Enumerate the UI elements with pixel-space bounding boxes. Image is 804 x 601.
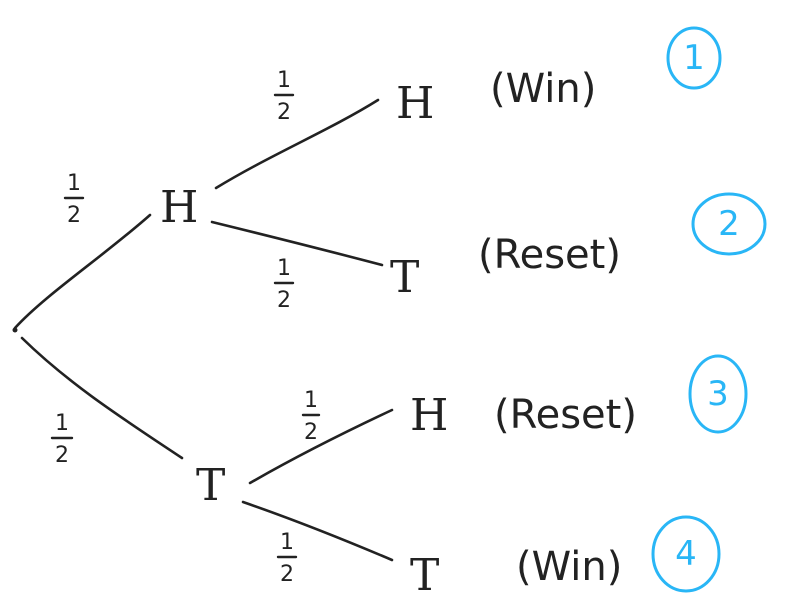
branch-root-to-h xyxy=(13,213,152,330)
branch-t-to-h xyxy=(248,408,394,485)
branch-h-to-t xyxy=(210,220,384,267)
outcome-label-3: (Reset) xyxy=(494,392,637,438)
probability-ht: 1 2 xyxy=(273,256,295,313)
outcome-number-badge-4: 4 xyxy=(651,515,721,593)
probability-denominator: 2 xyxy=(67,203,81,228)
outcome-number-badge-1: 1 xyxy=(666,26,722,90)
probability-numerator: 1 xyxy=(277,256,291,281)
probability-numerator: 1 xyxy=(280,530,294,555)
probability-denominator: 2 xyxy=(277,100,291,125)
probability-denominator: 2 xyxy=(304,420,318,445)
probability-numerator: 1 xyxy=(55,411,69,436)
probability-th: 1 2 xyxy=(301,388,321,445)
leaf-node-t-2: T xyxy=(390,252,419,303)
outcome-label-1: (Win) xyxy=(490,66,596,112)
branch-h-to-h xyxy=(214,98,380,190)
probability-denominator: 2 xyxy=(280,562,294,587)
probability-root-t: 1 2 xyxy=(50,411,74,468)
outcome-number-badge-3: 3 xyxy=(688,354,748,434)
outcome-number: 3 xyxy=(707,374,729,414)
probability-numerator: 1 xyxy=(304,388,318,413)
probability-root-h: 1 2 xyxy=(63,171,85,228)
leaf-node-h-1: H xyxy=(396,78,434,129)
branch-root-to-t xyxy=(20,336,184,460)
probability-numerator: 1 xyxy=(67,171,81,196)
node-t: T xyxy=(196,460,225,511)
outcome-number: 2 xyxy=(718,204,740,244)
leaf-node-t-4: T xyxy=(410,550,439,601)
outcome-label-4: (Win) xyxy=(516,544,622,590)
outcome-number: 1 xyxy=(683,38,705,78)
probability-denominator: 2 xyxy=(55,443,69,468)
outcome-number-badge-2: 2 xyxy=(691,192,767,256)
probability-numerator: 1 xyxy=(277,68,291,93)
outcome-number: 4 xyxy=(675,534,697,574)
outcome-label-2: (Reset) xyxy=(478,232,621,278)
leaf-node-h-3: H xyxy=(410,390,448,441)
node-h: H xyxy=(160,182,198,233)
probability-tt: 1 2 xyxy=(276,530,298,587)
probability-hh: 1 2 xyxy=(273,68,295,125)
root-node xyxy=(12,327,18,333)
probability-denominator: 2 xyxy=(277,288,291,313)
branch-t-to-t xyxy=(241,500,394,562)
